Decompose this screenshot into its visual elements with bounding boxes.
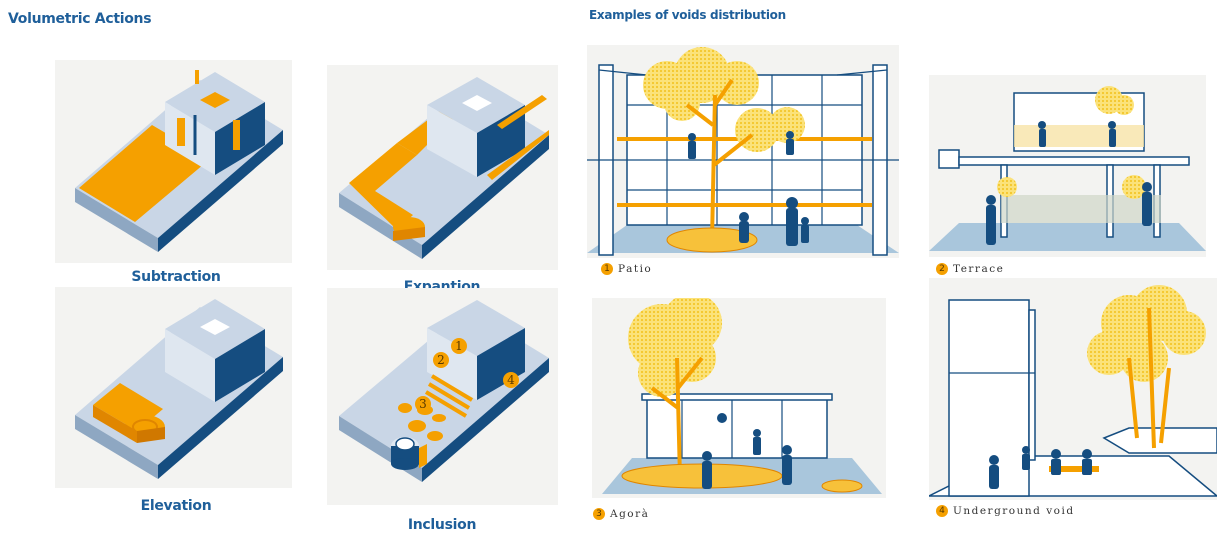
volumetric-actions-title: Volumetric Actions — [8, 11, 152, 27]
underground-void-text: Underground void — [953, 505, 1075, 517]
underground-void-label: 4 Underground void — [936, 505, 1075, 517]
inclusion-marker-4: 4 — [503, 372, 519, 388]
inclusion-marker-2: 2 — [433, 352, 449, 368]
elevation-diagram — [55, 287, 292, 488]
patio-number: 1 — [601, 263, 613, 275]
terrace-illustration — [929, 75, 1206, 257]
inclusion-marker-3: 3 — [415, 396, 431, 412]
subtraction-diagram — [55, 60, 292, 263]
underground-void-number: 4 — [936, 505, 948, 517]
agora-illustration — [592, 298, 886, 498]
inclusion-caption: Inclusion — [407, 517, 477, 533]
agora-text: Agorà — [610, 508, 650, 520]
expantion-diagram — [327, 65, 558, 270]
patio-text: Patio — [618, 263, 653, 275]
underground-void-illustration — [929, 278, 1217, 500]
patio-illustration — [587, 45, 899, 258]
voids-distribution-title: Examples of voids distribution — [589, 8, 786, 22]
elevation-caption: Elevation — [140, 498, 212, 514]
inclusion-diagram: 1 2 3 4 — [327, 288, 558, 505]
patio-label: 1 Patio — [601, 263, 652, 275]
subtraction-caption: Subtraction — [131, 269, 221, 285]
inclusion-marker-1: 1 — [451, 338, 467, 354]
terrace-text: Terrace — [953, 263, 1005, 275]
terrace-number: 2 — [936, 263, 948, 275]
agora-number: 3 — [593, 508, 605, 520]
terrace-label: 2 Terrace — [936, 263, 1004, 275]
agora-label: 3 Agorà — [593, 508, 649, 520]
